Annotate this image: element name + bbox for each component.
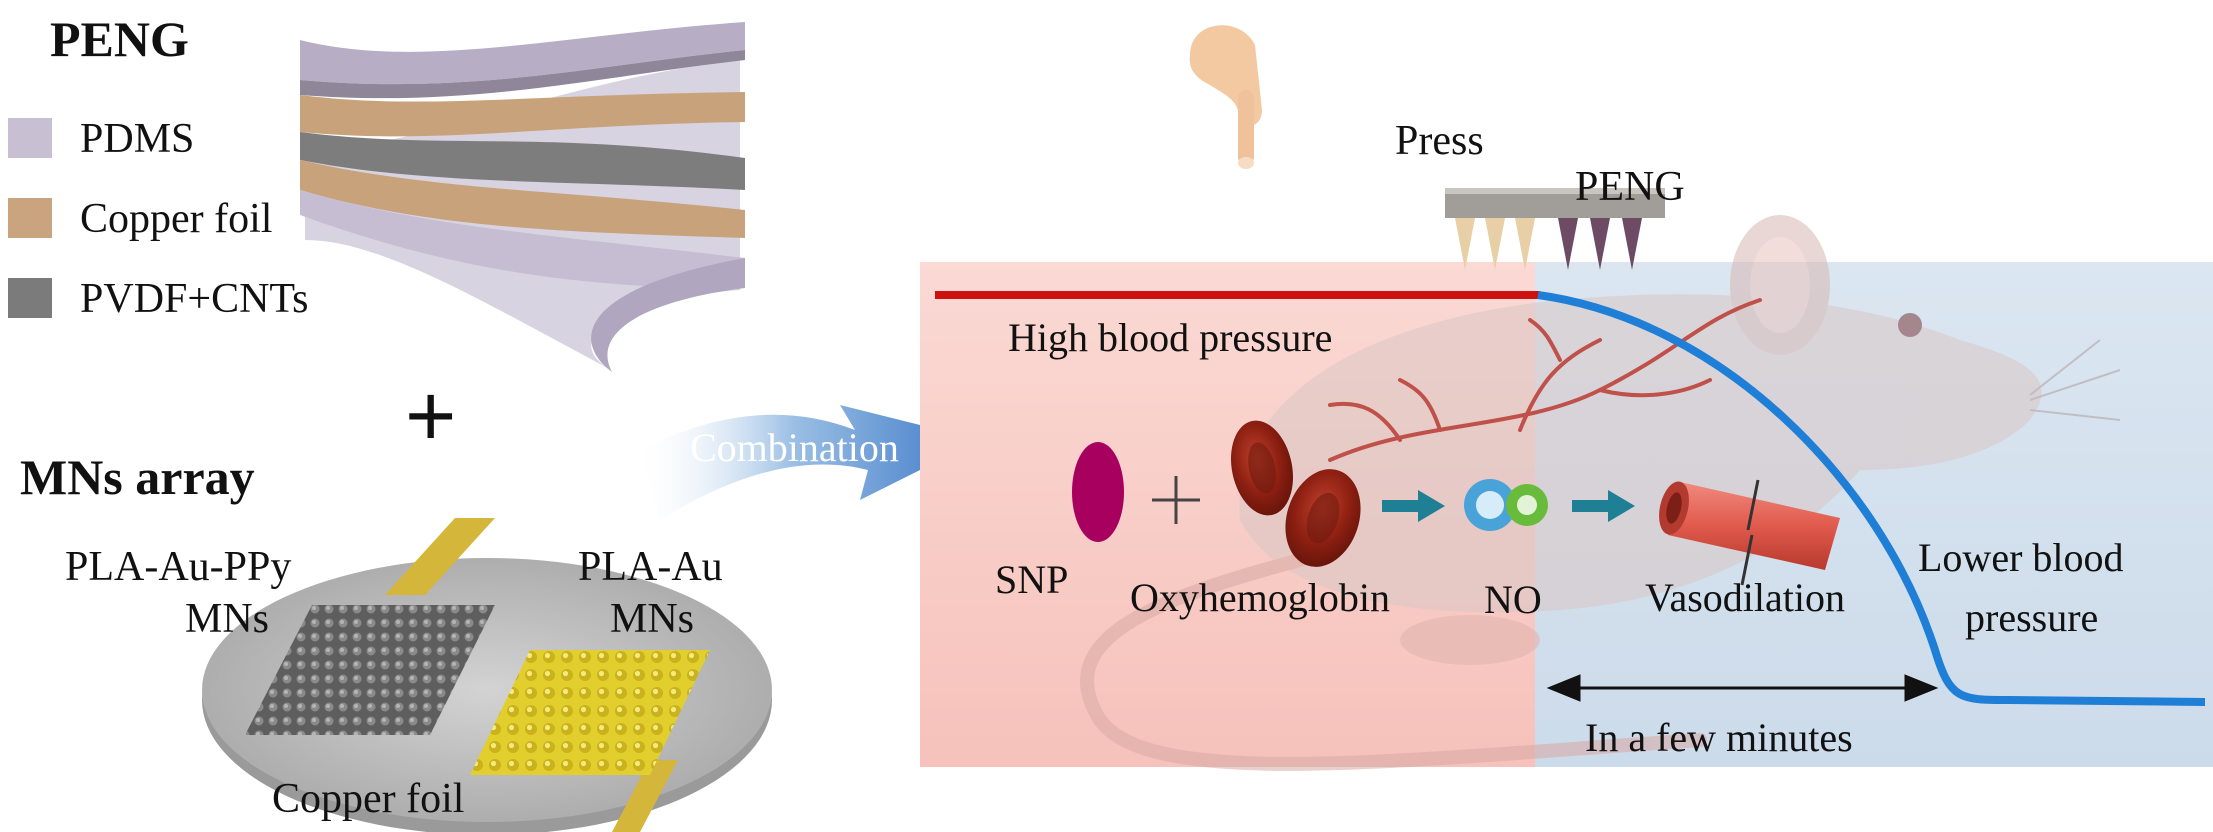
red-blood-cell-icon (1231, 420, 1361, 567)
snp-label: SNP (995, 557, 1069, 602)
vasodilation-label: Vasodilation (1645, 575, 1845, 620)
peng-layers-illustration (300, 22, 745, 372)
plus-sign: + (405, 366, 457, 465)
legend-label-pvdf: PVDF+CNTs (80, 276, 309, 322)
legend-label-pdms: PDMS (80, 116, 195, 162)
lower-pressure-label-line2: pressure (1965, 595, 2099, 640)
press-label: Press (1395, 118, 1484, 164)
no-molecule-icon (1464, 479, 1548, 531)
copper-foil-label: Copper foil (272, 776, 465, 822)
flow-arrow-icon (1382, 490, 1445, 522)
pressure-drop-curve (1537, 291, 2206, 706)
high-pressure-label: High blood pressure (1008, 315, 1333, 360)
mns-disk-illustration (202, 518, 772, 832)
combination-label: Combination (690, 425, 899, 470)
timespan-label: In a few minutes (1585, 715, 1853, 760)
legend-swatch-copper (8, 198, 52, 238)
blood-vessel-icon (1659, 479, 1840, 586)
ppy-mns-label-line2: MNs (185, 596, 270, 642)
au-mns-label-line2: MNs (610, 596, 695, 642)
legend-swatch-pdms (8, 118, 52, 158)
snp-molecule-icon (1072, 442, 1124, 542)
ppy-mns-label-line1: PLA-Au-PPy (65, 544, 292, 590)
no-label: NO (1484, 577, 1542, 622)
combination-arrow (640, 405, 980, 520)
peng-title: PENG (50, 11, 189, 67)
peng-device (1445, 188, 1665, 270)
ppy-mns-patch (245, 605, 495, 735)
lower-pressure-label-line1: Lower blood (1918, 535, 2124, 580)
finger-icon (1189, 25, 1262, 169)
au-mns-label-line1: PLA-Au (578, 544, 723, 590)
peng-device-label: PENG (1575, 164, 1685, 210)
legend-swatch-pvdf (8, 278, 52, 318)
au-mns-patch (470, 650, 710, 775)
oxyhemoglobin-label: Oxyhemoglobin (1130, 575, 1390, 620)
legend-label-copper: Copper foil (80, 196, 273, 242)
mouse-illustration (1080, 215, 2121, 771)
mns-title: MNs array (20, 449, 255, 505)
flow-arrow-icon (1572, 490, 1635, 522)
timespan-arrow (1546, 674, 1939, 702)
blood-vessel-branches (1328, 298, 1762, 462)
